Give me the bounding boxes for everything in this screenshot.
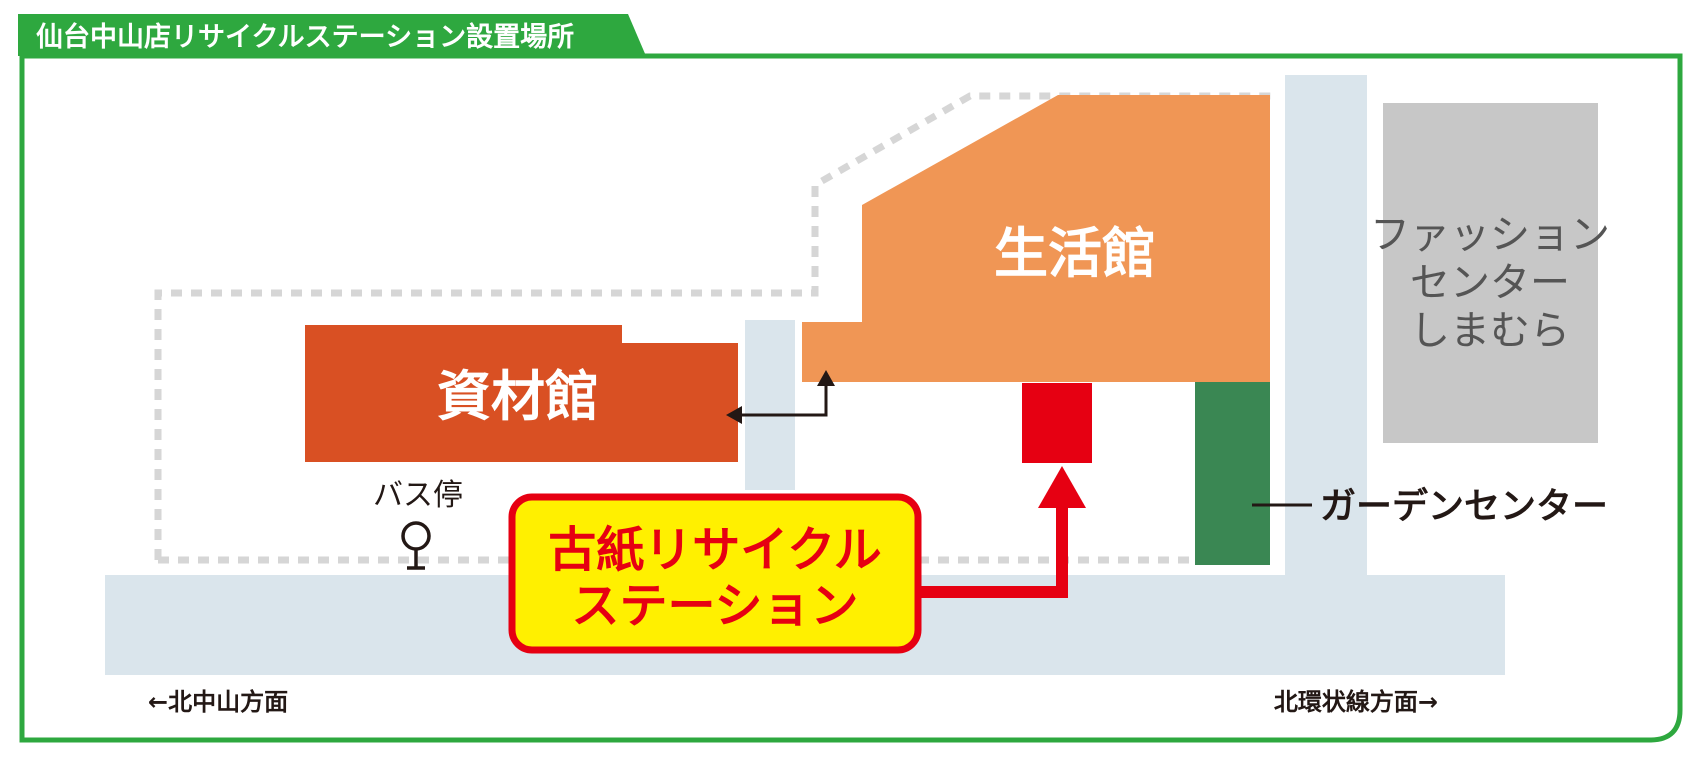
- bus-stop-label: バス停: [373, 478, 463, 513]
- direction-left-label: ←北中山方面: [148, 688, 288, 716]
- garden-center-label: ガーデンセンター: [1320, 485, 1608, 527]
- walkway-arrow-up-head: [817, 370, 835, 386]
- seikatsukan-label: 生活館: [994, 222, 1156, 285]
- walkway-arrow-left-head: [726, 406, 742, 424]
- recycle-station-callout: [508, 493, 922, 654]
- callout-pointer-head: [1038, 466, 1086, 508]
- shimamura-label-line1: ファッション: [1370, 212, 1610, 258]
- map-frame: [19, 53, 1683, 743]
- shimamura-label-line3: しまむら: [1410, 308, 1570, 354]
- recycle-station-marker: [1022, 383, 1092, 463]
- page-title: 仙台中山店リサイクルステーション設置場所: [36, 21, 574, 53]
- shizaikan-building: [305, 325, 738, 462]
- direction-right-label: 北環状線方面→: [1274, 688, 1438, 716]
- seikatsukan-building: [802, 95, 1270, 382]
- side-road: [1285, 75, 1367, 585]
- walkway-arrow-line: [738, 378, 828, 417]
- callout-line1: 古紙リサイクル: [548, 522, 882, 578]
- shizaikan-label: 資材館: [437, 365, 599, 428]
- premises-boundary: [154, 92, 1275, 560]
- callout-line2: ステーション: [571, 578, 858, 634]
- shimamura-building: [1383, 103, 1598, 443]
- bus-stop-icon: [401, 521, 431, 570]
- header-tab: [18, 14, 646, 56]
- garden-center-area: [1195, 382, 1270, 565]
- callout-pointer-line: [918, 505, 1068, 598]
- shimamura-label-line2: センター: [1410, 260, 1570, 306]
- connector-walkway: [745, 320, 795, 490]
